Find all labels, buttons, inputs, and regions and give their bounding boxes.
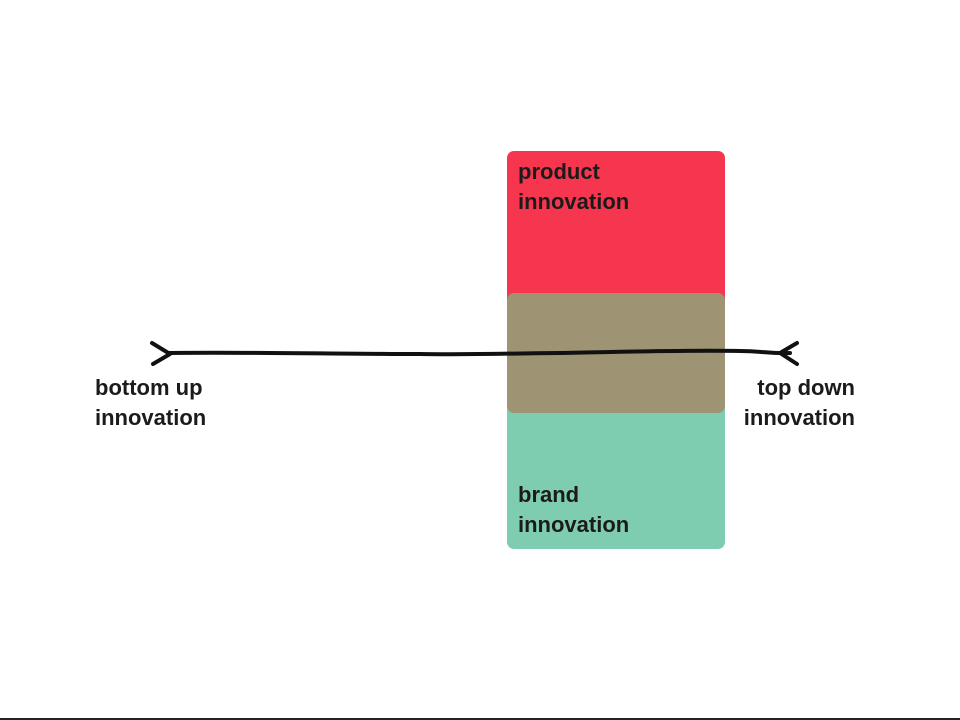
brand-label-line2: innovation	[518, 512, 630, 537]
bottom-up-line1: bottom up	[95, 375, 203, 400]
brand-label-line1: brand	[518, 482, 580, 507]
product-label-line2: innovation	[518, 189, 630, 214]
bottom-border	[0, 718, 960, 720]
brand-innovation-label: brand innovation	[518, 480, 629, 540]
left-axis-end	[150, 341, 172, 366]
product-label-line1: product	[518, 159, 600, 184]
axis-line	[166, 348, 792, 357]
product-innovation-label: product innovation	[518, 157, 629, 217]
bottom-up-line2: innovation	[95, 405, 207, 430]
top-down-label: top down innovation	[744, 373, 855, 433]
top-down-line1: top down	[757, 375, 855, 400]
top-down-line2: innovation	[743, 405, 855, 430]
bottom-up-label: bottom up innovation	[95, 373, 206, 433]
right-axis-end	[778, 341, 799, 366]
